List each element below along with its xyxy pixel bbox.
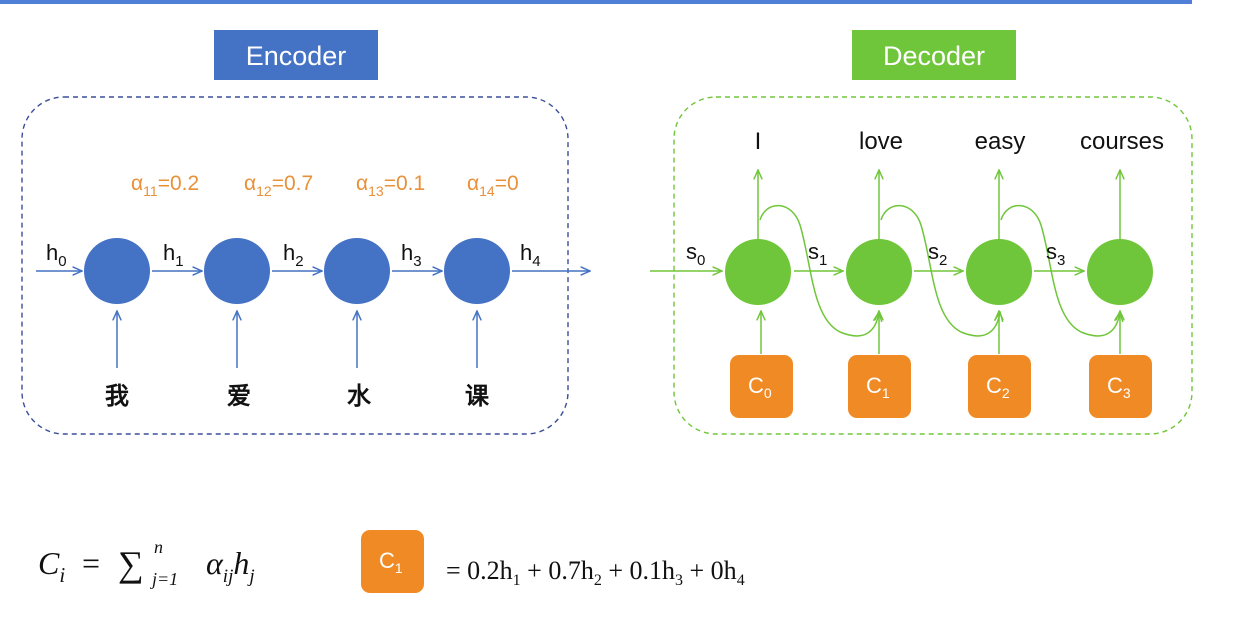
context-box xyxy=(848,355,911,418)
context-label: C2 xyxy=(986,373,1010,401)
alpha-weights: α11=0.2 α12=0.7 α13=0.1 α14=0 xyxy=(131,172,519,199)
alpha-weight: α12=0.7 xyxy=(244,172,313,199)
formula-sum-symbol: ∑ xyxy=(118,544,144,584)
context-labels: C0 C1 C2 C3 xyxy=(748,373,1131,401)
formula-context-box xyxy=(361,530,424,593)
context-label: C1 xyxy=(866,373,890,401)
feedback-curve xyxy=(880,204,1000,337)
encoder-inputs: 我 爱 水 课 xyxy=(105,382,490,410)
decoder-title-box xyxy=(852,30,1016,80)
context-label: C0 xyxy=(748,373,772,401)
context-boxes xyxy=(730,355,1152,418)
alpha-weight: α13=0.1 xyxy=(356,172,425,199)
encoder-title-box xyxy=(214,30,378,80)
formula-sum-lower: j=1 xyxy=(150,569,178,589)
decoder-node xyxy=(725,239,791,305)
hidden-label: h0 xyxy=(46,240,67,270)
state-label: s2 xyxy=(928,239,947,269)
decoder-title: Decoder xyxy=(883,41,985,71)
decoder-output-arrows xyxy=(758,170,1120,240)
encoder-nodes xyxy=(84,238,510,304)
attention-formula: Ci = ∑ n j=1 αijhj xyxy=(38,537,255,589)
output-token: I xyxy=(755,128,762,155)
encoder-node xyxy=(204,238,270,304)
state-label: s3 xyxy=(1046,239,1065,269)
decoder-dashed-frame xyxy=(673,96,1193,435)
alpha-weight: α11=0.2 xyxy=(131,172,199,199)
top-accent-bar xyxy=(0,0,1192,4)
decoder-outputs: I love easy courses xyxy=(755,128,1164,155)
context-box xyxy=(730,355,793,418)
context-arrows xyxy=(761,311,1120,354)
context-label: C3 xyxy=(1107,373,1131,401)
decoder-feedback-curves xyxy=(759,204,1120,337)
encoder-input-arrows xyxy=(117,311,477,368)
formula-sum-upper: n xyxy=(154,537,163,557)
input-token: 我 xyxy=(105,382,129,410)
hidden-label: h3 xyxy=(401,240,422,270)
encoder-node xyxy=(324,238,390,304)
decoder-node xyxy=(966,239,1032,305)
input-token: 爱 xyxy=(227,382,251,410)
encoder-node xyxy=(84,238,150,304)
alpha-weight: α14=0 xyxy=(467,172,519,199)
formula-context-label: C1 xyxy=(379,548,403,576)
output-token: love xyxy=(859,128,903,155)
decoder-state-labels: s0 s1 s2 s3 xyxy=(686,239,1065,269)
hidden-label: h1 xyxy=(163,240,184,270)
encoder-node xyxy=(444,238,510,304)
feedback-curve xyxy=(1000,204,1120,337)
formula-term: αijhj xyxy=(206,545,255,587)
encoder-title: Encoder xyxy=(246,41,347,71)
input-token: 水 xyxy=(347,382,372,410)
formula-equals: = xyxy=(82,545,100,581)
context-box xyxy=(968,355,1031,418)
output-token: easy xyxy=(975,128,1026,155)
decoder-node xyxy=(846,239,912,305)
hidden-label: h4 xyxy=(520,240,541,270)
hidden-label: h2 xyxy=(283,240,304,270)
decoder-node xyxy=(1087,239,1153,305)
hidden-state-labels: h0 h1 h2 h3 h4 xyxy=(46,240,541,270)
input-token: 课 xyxy=(465,382,490,410)
feedback-curve xyxy=(759,204,879,337)
state-label: s0 xyxy=(686,239,705,269)
formula-rhs: = 0.2h1 + 0.7h2 + 0.1h3 + 0h4 xyxy=(446,556,745,589)
state-label: s1 xyxy=(808,239,827,269)
decoder-nodes xyxy=(725,239,1153,305)
formula-lhs: Ci xyxy=(38,545,65,587)
output-token: courses xyxy=(1080,128,1164,155)
context-box xyxy=(1089,355,1152,418)
